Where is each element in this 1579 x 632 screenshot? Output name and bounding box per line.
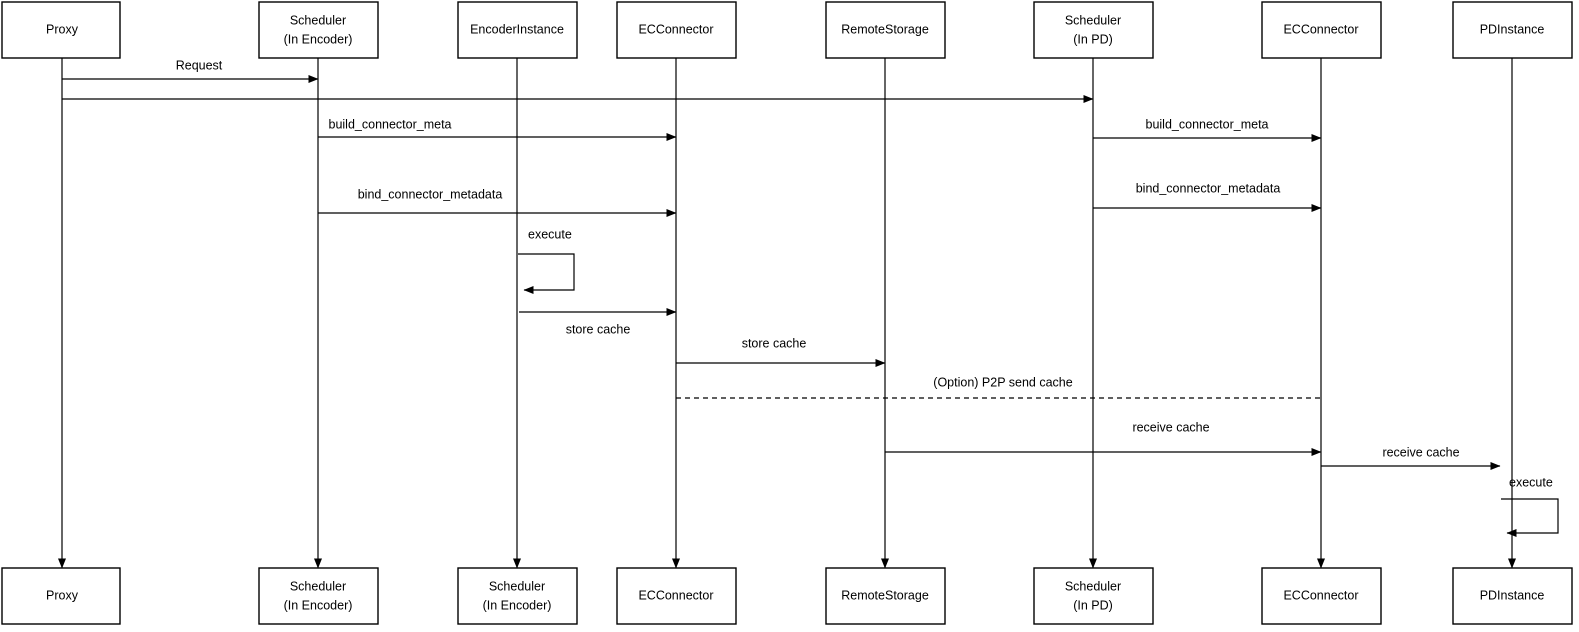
participant-top-pd_instance[interactable]: PDInstance <box>1452 1 1573 59</box>
participant-top-ecconn_pd[interactable]: ECConnector <box>1261 1 1382 59</box>
lifelines-group <box>58 58 1516 569</box>
participant-bottom-label-sched_enc_b: Scheduler <box>290 579 346 593</box>
participant-top-rect-ecconn_pd <box>1261 1 1382 59</box>
messages-group: Request build_connector_meta build_connect… <box>62 58 1501 470</box>
participant-top-sched_enc[interactable]: Scheduler (In Encoder) <box>258 1 379 59</box>
participant-bottom-rect-encoder_inst_b <box>457 567 578 625</box>
participant-top-label-encoder_inst: EncoderInstance <box>470 22 564 36</box>
message-label-m11: receive cache <box>1382 445 1459 459</box>
participant-top-remote_storage[interactable]: RemoteStorage <box>825 1 946 59</box>
participant-bottom-rect-proxy_b <box>1 567 121 625</box>
participant-top-label-ecconn_enc: ECConnector <box>638 22 713 36</box>
participant-bottom-rect-ecconn_pd_b <box>1261 567 1382 625</box>
participant-bottom-label-remote_storage_b: RemoteStorage <box>841 588 929 602</box>
participant-top-label-sched_pd: Scheduler <box>1065 13 1121 27</box>
participant-bottom-encoder_inst_b[interactable]: Scheduler (In Encoder) <box>457 567 578 625</box>
participant-top-proxy[interactable]: Proxy <box>1 1 121 59</box>
self-message-loop-s1 <box>518 253 575 294</box>
participant-bottom-rect-ecconn_enc_b <box>616 567 737 625</box>
participant-bottom-remote_storage_b[interactable]: RemoteStorage <box>825 567 946 625</box>
participant-top-rect-sched_pd <box>1033 1 1154 59</box>
participant-top-rect-sched_enc <box>258 1 379 59</box>
message-label-m9: (Option) P2P send cache <box>933 375 1072 389</box>
self-message-loop-s2 <box>1501 498 1559 537</box>
participant-bottom-sublabel-sched_pd_b: (In PD) <box>1073 598 1113 612</box>
message-label-m4: build_connector_meta <box>1146 117 1269 131</box>
participant-bottom-sublabel-sched_enc_b: (In Encoder) <box>284 598 353 612</box>
participant-bottom-label-ecconn_enc_b: ECConnector <box>638 588 713 602</box>
message-label-m1: Request <box>176 58 223 72</box>
participant-boxes-bottom: Proxy Scheduler (In Encoder) Scheduler (In E… <box>1 567 1573 625</box>
participant-bottom-rect-sched_pd_b <box>1033 567 1154 625</box>
participant-top-rect-proxy <box>1 1 121 59</box>
message-label-m3: build_connector_meta <box>329 117 452 131</box>
participant-top-sublabel-sched_enc: (In Encoder) <box>284 32 353 46</box>
participant-bottom-rect-sched_enc_b <box>258 567 379 625</box>
participant-bottom-label-pd_instance_b: PDInstance <box>1480 588 1545 602</box>
participant-top-label-sched_enc: Scheduler <box>290 13 346 27</box>
self-messages-group: execute execute <box>518 227 1559 537</box>
participant-bottom-sched_pd_b[interactable]: Scheduler (In PD) <box>1033 567 1154 625</box>
participant-bottom-proxy_b[interactable]: Proxy <box>1 567 121 625</box>
participant-bottom-label-encoder_inst_b: Scheduler <box>489 579 545 593</box>
participant-top-encoder_inst[interactable]: EncoderInstance <box>457 1 578 59</box>
participant-top-rect-encoder_inst <box>457 1 578 59</box>
message-label-m10: receive cache <box>1132 420 1209 434</box>
participant-bottom-ecconn_pd_b[interactable]: ECConnector <box>1261 567 1382 625</box>
participant-top-sublabel-sched_pd: (In PD) <box>1073 32 1113 46</box>
participant-top-label-ecconn_pd: ECConnector <box>1283 22 1358 36</box>
message-label-m5: bind_connector_metadata <box>358 187 503 201</box>
participant-bottom-label-sched_pd_b: Scheduler <box>1065 579 1121 593</box>
participant-top-sched_pd[interactable]: Scheduler (In PD) <box>1033 1 1154 59</box>
participant-bottom-label-proxy_b: Proxy <box>46 588 79 602</box>
participant-bottom-rect-remote_storage_b <box>825 567 946 625</box>
participant-boxes-top: Proxy Scheduler (In Encoder) EncoderInstanc… <box>1 1 1573 59</box>
participant-top-label-proxy: Proxy <box>46 22 79 36</box>
participant-top-label-pd_instance: PDInstance <box>1480 22 1545 36</box>
message-label-m8: store cache <box>742 336 807 350</box>
participant-top-ecconn_enc[interactable]: ECConnector <box>616 1 737 59</box>
message-label-m7: store cache <box>566 322 631 336</box>
participant-bottom-sublabel-encoder_inst_b: (In Encoder) <box>483 598 552 612</box>
self-message-label-s2: execute <box>1509 475 1553 489</box>
participant-top-label-remote_storage: RemoteStorage <box>841 22 929 36</box>
participant-bottom-pd_instance_b[interactable]: PDInstance <box>1452 567 1573 625</box>
participant-bottom-label-ecconn_pd_b: ECConnector <box>1283 588 1358 602</box>
message-label-m6: bind_connector_metadata <box>1136 181 1281 195</box>
self-message-label-s1: execute <box>528 227 572 241</box>
participant-top-rect-ecconn_enc <box>616 1 737 59</box>
participant-bottom-ecconn_enc_b[interactable]: ECConnector <box>616 567 737 625</box>
participant-bottom-sched_enc_b[interactable]: Scheduler (In Encoder) <box>258 567 379 625</box>
participant-top-rect-pd_instance <box>1452 1 1573 59</box>
participant-bottom-rect-pd_instance_b <box>1452 567 1573 625</box>
participant-top-rect-remote_storage <box>825 1 946 59</box>
